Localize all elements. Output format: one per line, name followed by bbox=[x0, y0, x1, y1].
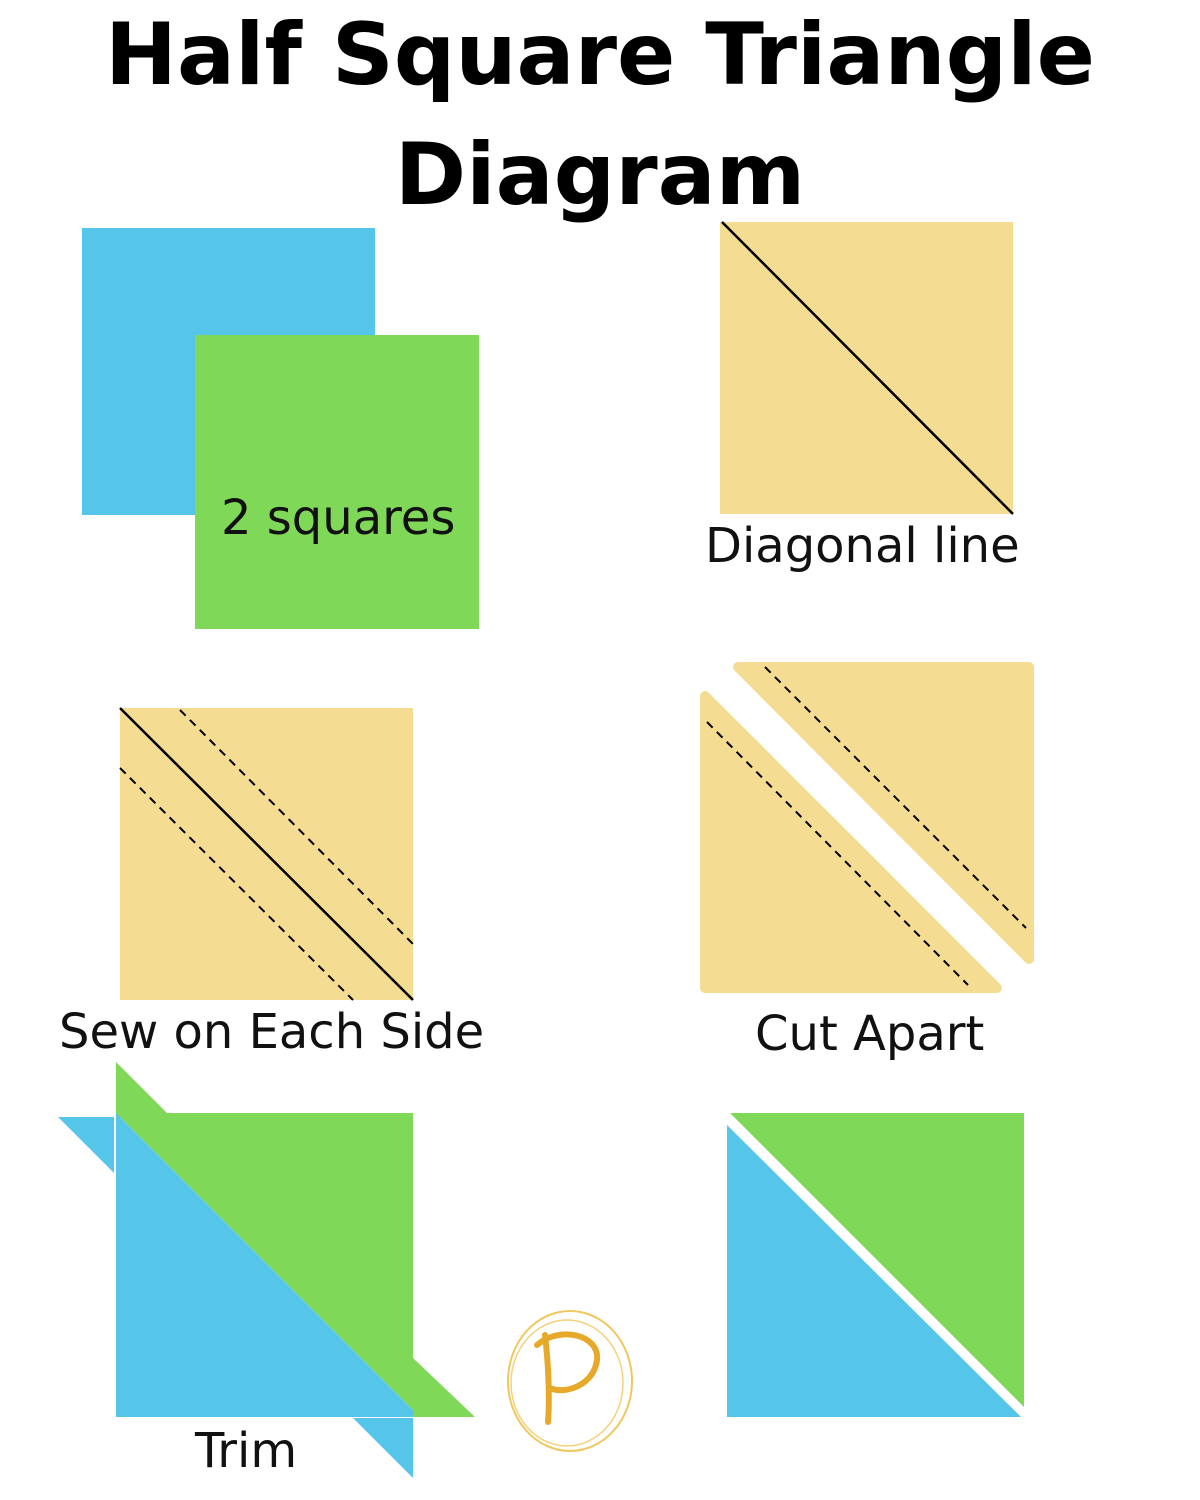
page-title-line-1: Half Square Triangle bbox=[104, 5, 1095, 105]
label-diagonal-line: Diagonal line bbox=[705, 518, 1020, 574]
center-cut-line bbox=[119, 707, 414, 1001]
label-cut-apart: Cut Apart bbox=[755, 1006, 985, 1062]
page-title-line-2: Diagram bbox=[394, 125, 806, 225]
green-square bbox=[195, 335, 479, 629]
step-trim bbox=[58, 1062, 475, 1478]
label-two-squares: 2 squares bbox=[221, 490, 456, 546]
step-sew-each-side bbox=[119, 707, 414, 1001]
step-diagonal-line bbox=[720, 221, 1014, 515]
finished-blue-half bbox=[727, 1125, 1021, 1417]
logo-ring bbox=[507, 1310, 633, 1452]
diagonal-line-mark bbox=[721, 221, 1014, 515]
step-two-squares bbox=[82, 228, 479, 629]
blue-trim-triangle-top bbox=[58, 1117, 114, 1173]
logo-letter-stroke bbox=[534, 1331, 601, 1425]
step-finished-block bbox=[727, 1113, 1024, 1417]
upper-triangle-piece bbox=[733, 662, 1034, 964]
lower-triangle-piece bbox=[700, 691, 1002, 993]
label-sew-each-side: Sew on Each Side bbox=[59, 1004, 485, 1060]
logo-ring-inner bbox=[510, 1319, 624, 1447]
green-trim-triangle-top bbox=[116, 1062, 171, 1117]
trim-blue-half bbox=[116, 1113, 413, 1417]
step-cut-apart bbox=[700, 662, 1034, 993]
logo-p bbox=[507, 1310, 633, 1452]
blue-trim-triangle-bottom bbox=[353, 1418, 413, 1478]
label-trim: Trim bbox=[195, 1423, 298, 1479]
upper-piece-seam bbox=[764, 666, 1027, 929]
green-trim-triangle-bottom bbox=[413, 1358, 475, 1417]
finished-green-half bbox=[730, 1113, 1024, 1407]
lower-piece-seam bbox=[706, 721, 969, 986]
